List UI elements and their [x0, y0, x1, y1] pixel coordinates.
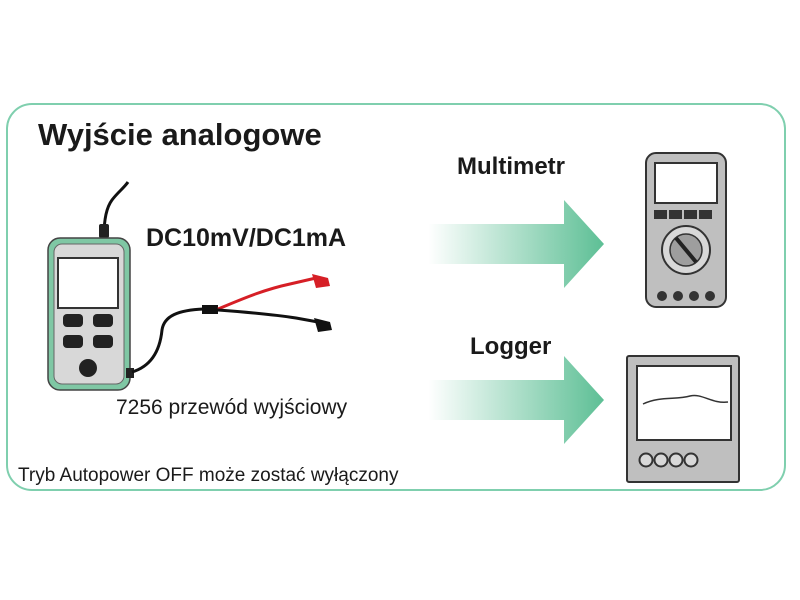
handheld-device-icon [47, 181, 134, 391]
output-cable-label: 7256 przewód wyjściowy [116, 396, 348, 419]
multimeter-icon [645, 152, 727, 308]
output-cable-icon [131, 274, 332, 374]
logger-icon [626, 355, 740, 483]
autopower-note: Tryb Autopower OFF może zostać wyłączony [18, 465, 399, 486]
signal-range-label: DC10mV/DC1mA [146, 224, 347, 252]
arrow-to-multimeter-icon [428, 200, 604, 288]
page-title: Wyjście analogowe [38, 117, 322, 152]
output-label-multimeter: Multimetr [457, 153, 565, 180]
arrow-to-logger-icon [428, 356, 604, 444]
output-label-logger: Logger [470, 333, 552, 360]
